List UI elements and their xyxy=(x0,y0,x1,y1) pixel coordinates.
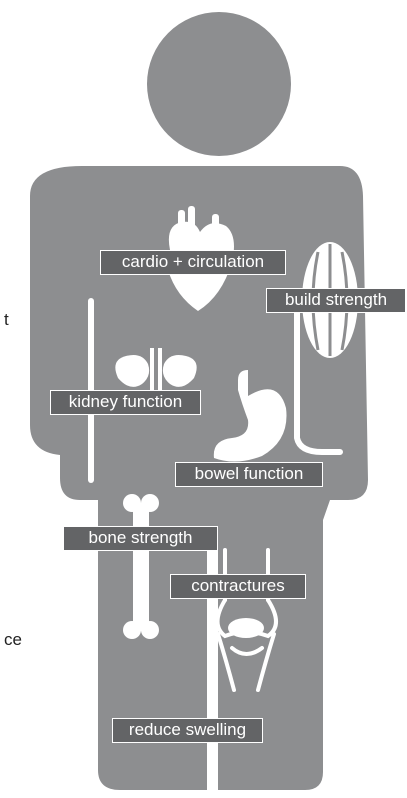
kneecap xyxy=(228,618,264,638)
label-reduce-swelling: reduce swelling xyxy=(112,718,263,743)
label-build-strength: build strength xyxy=(266,288,406,313)
edge-text-lower: ce xyxy=(4,630,22,650)
label-bone-strength: bone strength xyxy=(63,526,218,551)
label-kidney-function: kidney function xyxy=(50,390,201,415)
leg-gap xyxy=(209,530,216,792)
head xyxy=(147,12,291,156)
label-contractures: contractures xyxy=(170,574,306,599)
edge-text-upper: t xyxy=(4,310,9,330)
label-cardio-circulation: cardio + circulation xyxy=(100,250,286,275)
label-bowel-function: bowel function xyxy=(175,462,323,487)
